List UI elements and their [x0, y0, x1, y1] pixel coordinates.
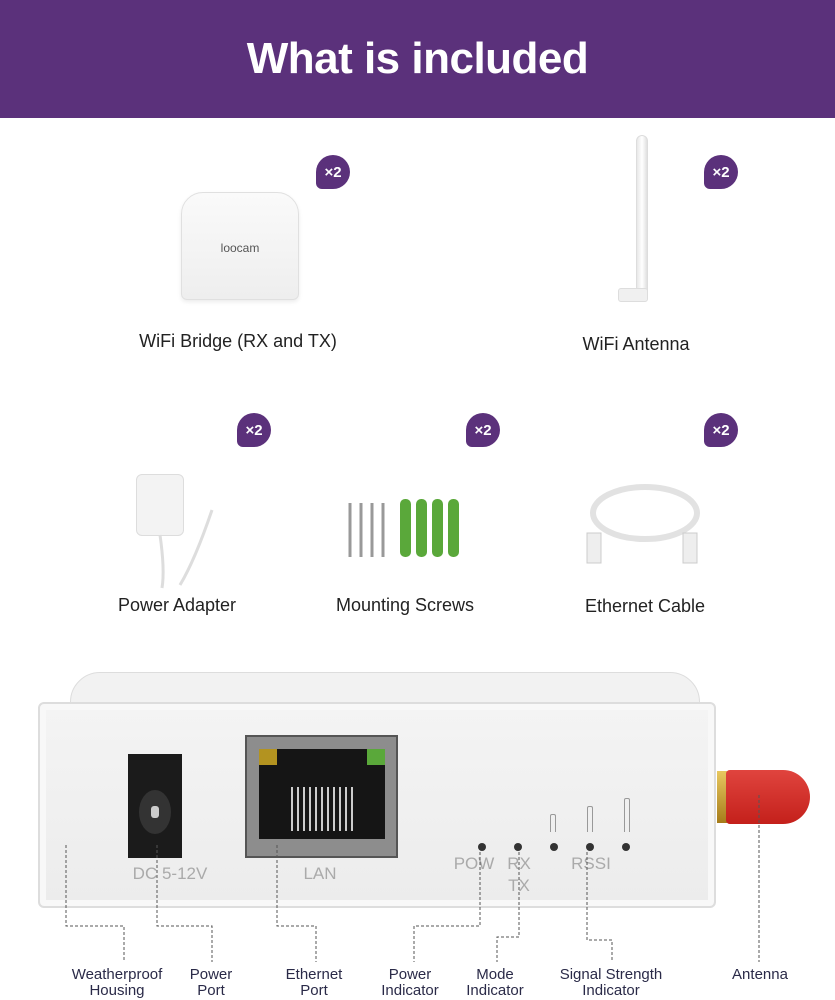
- mounting-screws-image: [348, 499, 459, 557]
- mode-led: [514, 843, 522, 851]
- signal-bar-2: [587, 806, 593, 832]
- qty-badge: ×2: [316, 155, 350, 189]
- page-title: What is included: [246, 34, 589, 83]
- signal-bar-1: [550, 814, 556, 832]
- brand-logo: loocam: [220, 241, 260, 255]
- pow-label: POW: [453, 854, 495, 873]
- wifi-bridge-image: loocam: [181, 192, 299, 300]
- antenna-base: [618, 288, 648, 302]
- antenna-cap: [726, 770, 810, 824]
- rssi-led-2: [586, 843, 594, 851]
- header-banner: What is included: [0, 0, 835, 118]
- qty-badge: ×2: [466, 413, 500, 447]
- signal-bar-3: [624, 798, 630, 832]
- rssi-label: RSSI: [571, 854, 611, 873]
- rssi-led-1: [550, 843, 558, 851]
- power-port: [128, 754, 182, 858]
- lan-label: LAN: [303, 864, 337, 883]
- ethernet-port: [245, 735, 398, 858]
- item-caption: WiFi Antenna: [582, 334, 690, 354]
- qty-badge: ×2: [237, 413, 271, 447]
- antenna-connector: [717, 771, 727, 823]
- ethernet-cable-image: [586, 484, 700, 564]
- power-port-label: DC 5-12V: [132, 864, 208, 883]
- item-caption: Ethernet Cable: [584, 596, 706, 616]
- item-caption: WiFi Bridge (RX and TX): [139, 331, 337, 351]
- rssi-led-3: [622, 843, 630, 851]
- adapter-cable: [158, 509, 214, 589]
- power-adapter-image: [136, 474, 184, 536]
- tx-label: TX: [508, 876, 530, 895]
- qty-badge: ×2: [704, 413, 738, 447]
- callout-antenna: Antenna: [732, 966, 788, 983]
- item-caption: Power Adapter: [117, 595, 237, 615]
- item-caption: Mounting Screws: [335, 595, 475, 615]
- power-led: [478, 843, 486, 851]
- qty-badge: ×2: [704, 155, 738, 189]
